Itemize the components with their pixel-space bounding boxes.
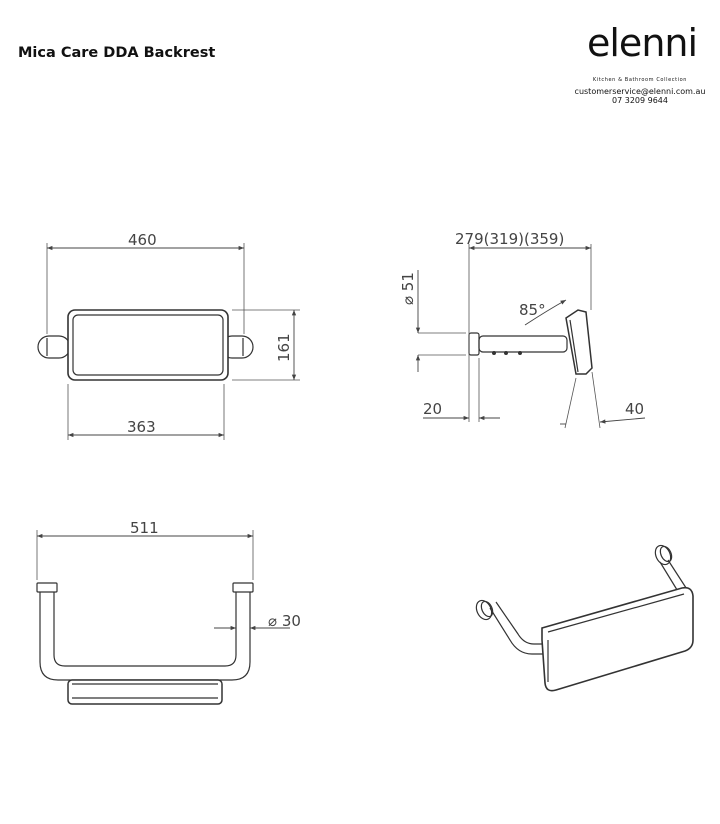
dim-top-width: 511	[130, 519, 159, 537]
side-view	[415, 244, 646, 429]
top-view	[36, 530, 290, 705]
dim-side-tube-dia: ⌀ 51	[399, 272, 417, 305]
brand-tagline: Kitchen & Bathroom Collection	[592, 77, 688, 83]
brand-logo-text: elenni	[587, 21, 695, 62]
iso-pad	[541, 586, 694, 692]
side-pad	[565, 309, 593, 375]
front-view	[37, 243, 300, 440]
side-tube	[478, 335, 568, 353]
side-flange	[468, 332, 480, 356]
dim-top-tube-dia: ⌀ 30	[268, 612, 301, 630]
front-left-tube	[37, 335, 71, 359]
front-pad-outer	[67, 309, 229, 381]
brand-email: customerservice@elenni.com.au	[574, 87, 706, 96]
dim-side-depth: 279(319)(359)	[455, 230, 564, 248]
top-left-cap	[36, 582, 58, 593]
dim-front-width: 460	[128, 231, 157, 249]
top-u-tube-outer	[39, 592, 251, 681]
front-pad-inner	[72, 314, 224, 376]
dim-side-flange: 20	[423, 400, 442, 418]
brand-logo: elenni	[587, 21, 695, 62]
iso-right-flange	[654, 544, 672, 566]
isometric-view	[475, 544, 694, 692]
top-u-tube-inner	[53, 592, 237, 667]
iso-left-flange	[475, 599, 493, 621]
dim-side-pad-thickness: 40	[625, 400, 644, 418]
top-right-cap	[232, 582, 254, 593]
brand-phone: 07 3209 9644	[612, 96, 668, 105]
page-title: Mica Care DDA Backrest	[18, 45, 216, 61]
dim-side-angle: 85°	[519, 301, 546, 319]
dim-front-pad-width: 363	[127, 418, 156, 436]
dim-front-height: 161	[275, 333, 293, 362]
